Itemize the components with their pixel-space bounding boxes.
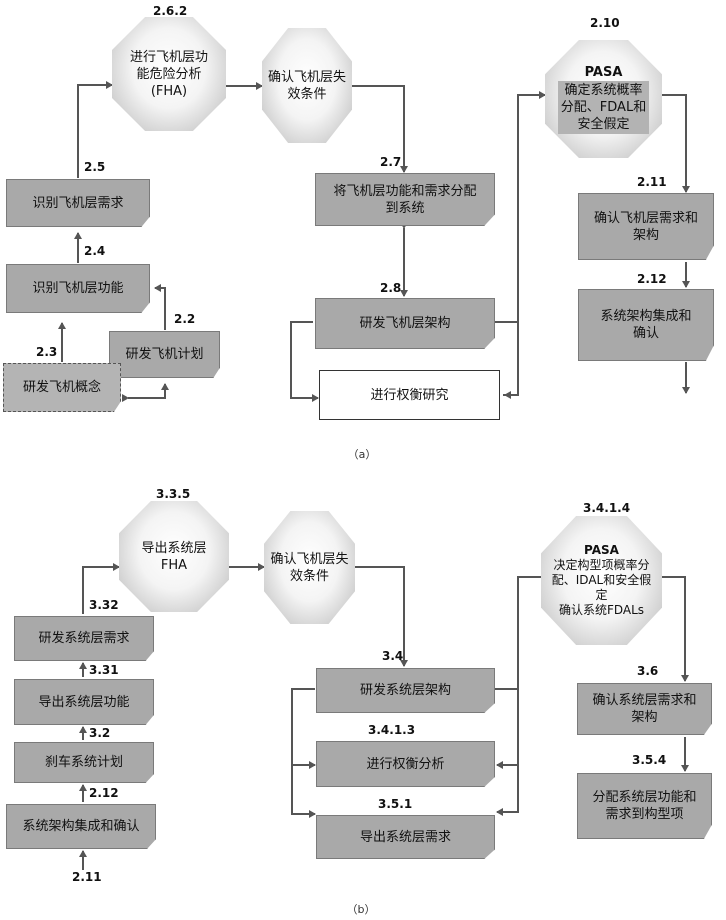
aircraft-concept-label: 研发飞机概念	[22, 380, 101, 395]
label-3-2: 3.2	[89, 726, 111, 740]
allocate-to-systems-box: 将飞机层功能和需求分配 到系统	[315, 173, 495, 226]
tradeoff-study-box: 进行权衡研究	[319, 370, 500, 420]
label-2-4: 2.4	[84, 244, 106, 258]
identify-aircraft-requirements-label: 识别飞机层需求	[32, 195, 124, 211]
pasa-node: PASA 确定系统概率 分配、FDAL和 安全假定	[545, 40, 662, 158]
pasa-title: PASA	[584, 65, 623, 80]
aircraft-concept-box: 研发飞机概念	[3, 363, 121, 412]
label-2-11: 2.11	[637, 175, 667, 189]
pasa-body: 确定系统概率 分配、FDAL和 安全假定	[557, 81, 650, 134]
failure-conditions-node-b: 确认飞机层失 效条件	[264, 511, 355, 624]
system-integration-box: 系统架构集成和 确认	[578, 289, 714, 361]
system-integration-label-b: 系统架构集成和确认	[22, 819, 140, 834]
brake-system-plan-label: 刹车系统计划	[44, 755, 123, 770]
label-3-4-1-3: 3.4.1.3	[368, 723, 416, 737]
caption-b: （b）	[346, 903, 376, 916]
system-integration-label: 系统架构集成和 确认	[600, 309, 692, 341]
tradeoff-analysis-box: 进行权衡分析	[316, 741, 495, 787]
label-2-10: 2.10	[590, 16, 620, 30]
identify-aircraft-functions-label: 识别飞机层功能	[32, 281, 124, 296]
aircraft-architecture-label: 研发飞机层架构	[359, 316, 451, 331]
label-2-3: 2.3	[36, 345, 58, 359]
label-2-5: 2.5	[84, 160, 106, 174]
failure-conditions-label-b: 确认飞机层失 效条件	[270, 551, 349, 584]
fha-node: 进行飞机层功 能危险分析 (FHA)	[112, 17, 226, 131]
derive-system-requirements-box: 导出系统层需求	[316, 815, 495, 859]
label-3-31: 3.31	[89, 663, 119, 677]
failure-conditions-node: 确认飞机层失 效条件	[262, 28, 352, 143]
develop-system-requirements-box: 研发系统层需求	[14, 616, 154, 661]
pasa-title-b: PASA	[584, 543, 619, 557]
pasa-body-b: 决定构型项概率分 配、IDAL和安全假 定 确认系统FDALs	[551, 558, 652, 617]
allocate-to-systems-label: 将飞机层功能和需求分配 到系统	[333, 183, 477, 216]
develop-system-architecture-box: 研发系统层架构	[316, 668, 495, 713]
develop-system-architecture-label: 研发系统层架构	[359, 683, 451, 698]
label-2-6-2: 2.6.2	[153, 4, 188, 18]
label-3-4: 3.4	[382, 649, 404, 663]
develop-system-requirements-label: 研发系统层需求	[38, 631, 130, 646]
derive-system-requirements-label: 导出系统层需求	[359, 829, 451, 845]
aircraft-plan-box: 研发飞机计划	[109, 331, 220, 378]
identify-aircraft-requirements-box: 识别飞机层需求	[6, 179, 150, 227]
confirm-aircraft-requirements-box: 确认飞机层需求和 架构	[578, 193, 714, 260]
label-2-12-b: 2.12	[89, 786, 119, 800]
pasa-node-b: PASA 决定构型项概率分 配、IDAL和安全假 定 确认系统FDALs	[541, 516, 662, 645]
aircraft-architecture-box: 研发飞机层架构	[315, 298, 495, 349]
confirm-system-requirements-box: 确认系统层需求和 架构	[577, 683, 712, 735]
label-3-5-4: 3.5.4	[632, 753, 667, 767]
label-2-11-b: 2.11	[72, 870, 102, 884]
label-3-6: 3.6	[637, 664, 659, 678]
label-3-3-5: 3.3.5	[156, 487, 191, 501]
label-2-8: 2.8	[380, 281, 402, 295]
system-integration-box-b: 系统架构集成和确认	[6, 804, 156, 849]
label-2-2: 2.2	[174, 312, 196, 326]
failure-conditions-label: 确认飞机层失 效条件	[267, 69, 346, 102]
label-3-5-1: 3.5.1	[378, 797, 413, 811]
diagram-b: 导出系统层 FHA 确认飞机层失 效条件 PASA 决定构型项概率分 配、IDA…	[0, 478, 726, 888]
label-2-12: 2.12	[637, 272, 667, 286]
derive-system-functions-box: 导出系统层功能	[14, 679, 154, 725]
fha-node-label: 进行飞机层功 能危险分析 (FHA)	[129, 49, 208, 99]
tradeoff-study-label: 进行权衡研究	[370, 387, 449, 403]
system-fha-node: 导出系统层 FHA	[119, 501, 229, 612]
system-fha-label: 导出系统层 FHA	[141, 540, 207, 573]
label-3-4-1-4: 3.4.1.4	[583, 501, 631, 515]
diagram-a: 进行飞机层功 能危险分析 (FHA) 确认飞机层失 效条件 PASA 确定系统概…	[0, 0, 726, 430]
allocate-to-config-items-box: 分配系统层功能和 需求到构型项	[577, 773, 712, 839]
label-2-7: 2.7	[380, 155, 402, 169]
allocate-to-config-items-label: 分配系统层功能和 需求到构型项	[592, 790, 697, 822]
caption-a: （a）	[347, 448, 377, 461]
identify-aircraft-functions-box: 识别飞机层功能	[6, 264, 150, 313]
aircraft-plan-label: 研发飞机计划	[125, 347, 204, 362]
brake-system-plan-box: 刹车系统计划	[14, 742, 154, 783]
tradeoff-analysis-label: 进行权衡分析	[366, 756, 445, 772]
derive-system-functions-label: 导出系统层功能	[38, 694, 130, 710]
label-3-32: 3.32	[89, 598, 119, 612]
confirm-system-requirements-label: 确认系统层需求和 架构	[592, 693, 697, 725]
confirm-aircraft-requirements-label: 确认飞机层需求和 架构	[593, 210, 698, 243]
